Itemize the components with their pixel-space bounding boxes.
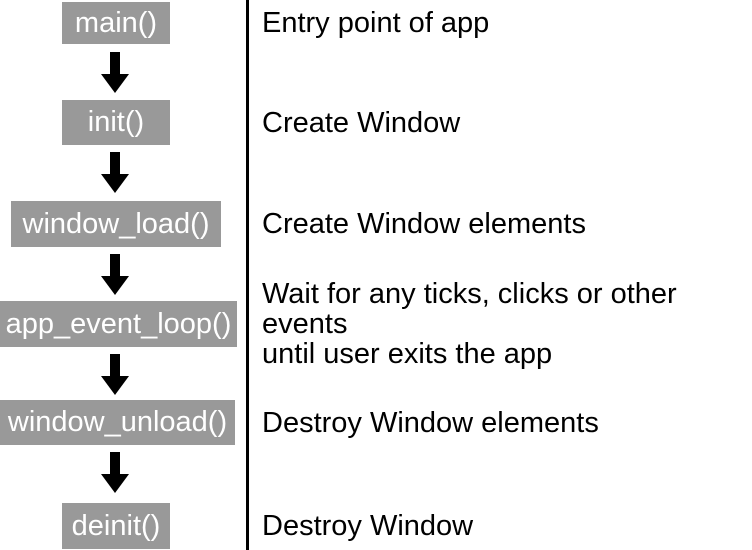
- step-description: Entry point of app: [262, 7, 490, 39]
- flow-box-app-event-loop: app_event_loop(): [0, 301, 237, 347]
- down-arrow-icon: [101, 152, 129, 193]
- flow-box-deinit: deinit(): [62, 503, 170, 549]
- flow-box-window-unload: window_unload(): [0, 400, 235, 445]
- flow-box-main: main(): [62, 2, 170, 44]
- flow-box-label: init(): [87, 106, 145, 138]
- step-description: Destroy Window: [262, 510, 474, 542]
- flow-box-label: app_event_loop(): [5, 307, 232, 340]
- step-description: Create Window: [262, 106, 461, 139]
- step-description: Create Window elements: [262, 208, 586, 240]
- flow-box-label: main(): [74, 6, 158, 39]
- down-arrow-icon: [101, 52, 129, 93]
- down-arrow-icon: [101, 254, 129, 295]
- flow-box-init: init(): [62, 100, 170, 145]
- step-description: Wait for any ticks, clicks or other even…: [262, 278, 677, 370]
- divider-line: [246, 0, 249, 550]
- flow-box-label: deinit(): [71, 509, 161, 542]
- flow-box-window-load: window_load(): [11, 201, 221, 247]
- down-arrow-icon: [101, 452, 129, 493]
- step-description: Destroy Window elements: [262, 406, 599, 439]
- flow-box-label: window_load(): [22, 207, 210, 240]
- flow-box-label: window_unload(): [7, 406, 228, 438]
- down-arrow-icon: [101, 354, 129, 395]
